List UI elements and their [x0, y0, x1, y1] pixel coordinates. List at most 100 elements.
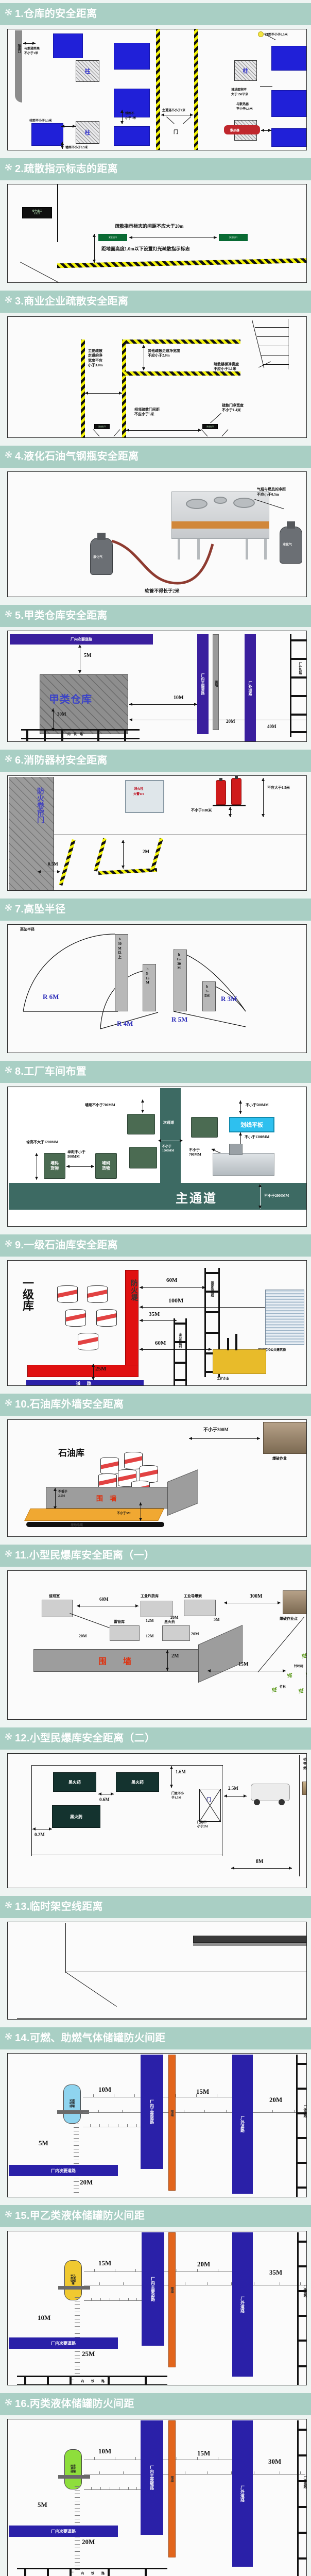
section-header-13: 13.临时架空线距离: [0, 1896, 311, 1918]
d02-label: 0.2M: [34, 1832, 45, 1837]
blast-distance-arrow: [189, 1437, 260, 1440]
section-title: 12.小型民爆库安全距离（二）: [15, 1733, 156, 1744]
floor-front-edge: [18, 282, 307, 283]
fall-radius-caption: 高坠半径: [20, 927, 34, 931]
truck-wheel: [279, 1799, 285, 1805]
lpg-bottle-right: [280, 527, 302, 564]
gear-icon: [5, 296, 12, 303]
d300-label: 300M: [250, 1594, 263, 1599]
d35-label: 35M: [269, 2268, 283, 2276]
national-railway: [204, 1268, 220, 1377]
evacuation-stair: [250, 319, 296, 369]
section-header-16: 16.丙类液体储罐防火间距: [0, 2393, 311, 2415]
section-title: 4.液化石油气钢瓶安全距离: [15, 451, 139, 462]
main-road: 厂内主要道路: [141, 2420, 163, 2535]
stack-spacing-arrow: [120, 110, 124, 124]
stair-width-label: 疏散楼梯净宽度 不应小于1.1米: [214, 362, 239, 371]
main-aisle: [9, 1183, 306, 1210]
main-aisle-label: 主通道: [176, 1192, 217, 1206]
bamboo-icon: 🌿: [271, 1687, 278, 1692]
door-width-label: 疏散门净宽度 不小于1.4米: [222, 403, 244, 413]
inside-rail-label: 厂内铁路: [71, 2380, 112, 2383]
inside-rail-label: 厂内铁路: [71, 2572, 112, 2575]
outside-railway: [297, 2232, 306, 2385]
d-40m-label: 40M: [267, 724, 277, 729]
explosive-store-label: 工业炸药库: [141, 1594, 159, 1598]
figure-class-c-liquid-tank: 丙类 液体 储罐 10M 15M 30M 5M 20M 厂内主要道路 围墙 厂外…: [7, 2419, 307, 2576]
oil-tank: [100, 1457, 119, 1475]
radiator-distance-label: 与散热器 不小于0.5米: [236, 103, 253, 111]
d2000-label: 不小于2000MM: [264, 1194, 289, 1198]
detonator-label: 雷管库: [114, 1620, 125, 1624]
d500-label: 不小于500MM: [246, 1103, 269, 1107]
industrial-factory: [213, 1349, 266, 1374]
gear-icon: [5, 904, 12, 911]
blasting-photo: [263, 1422, 306, 1454]
figure-gas-tank-fire-distance: 可燃 助燃 储罐 10M 15M 20M 5M 20M 厂内主要道路 围墙 厂外…: [7, 2053, 307, 2197]
perimeter-wall: 围 墙: [33, 1649, 203, 1672]
residential-building: [265, 1290, 304, 1345]
d5-label: 5M: [214, 1617, 220, 1622]
figure-lpg-cylinder-distance: 液化气 液化气 软管不得长于2米 气瓶与燃具的净距 不应小于0.5m: [7, 471, 307, 597]
door-leaf: [93, 429, 100, 437]
secondary-road: 厂内次要道路: [9, 2165, 118, 2176]
warehouse-label: 甲类仓库: [49, 694, 92, 705]
ground-distance-label: 不小于3M: [117, 1512, 131, 1515]
d25-label: 2.5M: [228, 1786, 238, 1791]
fall-bar-1-label: h 30 M 以 上: [118, 937, 122, 959]
corridor-stripe-left: [81, 340, 85, 437]
wok-left: [186, 499, 208, 509]
detonator-store: [110, 1625, 140, 1641]
grinder-head: [229, 1144, 243, 1155]
stacked-goods: 堆码 货物: [44, 1153, 65, 1179]
cord-label: 工业导爆索: [184, 1594, 202, 1598]
blasting-label: 爆破作业: [272, 1456, 287, 1461]
vertical-ruler: [74, 2124, 79, 2194]
d30-label: 30M: [268, 2458, 282, 2465]
figure-wrap-6: 防火卷帘门 消火栓 火警119 不应大于1.5米 不小于0.08米 0.5M 2…: [0, 772, 311, 895]
exit-sign: 安全出口: [219, 234, 248, 241]
duty-room: [42, 1600, 73, 1617]
d15-label: 15M: [98, 2259, 112, 2267]
door-leaf-left: [166, 116, 175, 124]
secondary-road: 厂内次要道路: [10, 634, 153, 645]
outside-rail-label: 厂外铁路: [298, 662, 301, 674]
figure-fire-equipment-distance: 防火卷帘门 消火栓 火警119 不应大于1.5米 不小于0.08米 0.5M 2…: [7, 775, 307, 891]
dike-label: 防火堤: [130, 1279, 137, 1301]
fire-shutter-label: 防火卷帘门: [36, 787, 44, 823]
room-wall-left: [31, 1765, 32, 1856]
d-5m-label: 5M: [84, 653, 92, 658]
inside-railway: [17, 2568, 167, 2576]
figure-wrap-16: 丙类 液体 储罐 10M 15M 30M 5M 20M 厂内主要道路 围墙 厂外…: [0, 2415, 311, 2576]
section-title: 5.甲类仓库安全距离: [15, 610, 108, 621]
stove-trim: [171, 521, 269, 529]
pillar-dim-arrow: [61, 125, 76, 128]
figure-fall-radius: 高坠半径 h 30 M 以 上 R 6M h 5- 15 M R 4M h 15…: [7, 924, 307, 1053]
exit-door-sign: 安全出口: [202, 424, 218, 429]
conifer-icon: 🌿: [301, 1653, 307, 1658]
d25-label: 25M: [95, 1366, 107, 1372]
exit-door-sign: 安全出口: [94, 424, 110, 429]
h2-label: 2M: [171, 1653, 179, 1659]
door-leaf: [221, 429, 229, 437]
conifer-label: 针叶树: [294, 1665, 304, 1668]
lamp-distance-label: 灯距不小于0.5米: [265, 33, 288, 37]
stack-box: [53, 33, 83, 58]
d8-arrow: [231, 1867, 292, 1870]
fall-bar-4-label: h 2- 5M: [204, 985, 210, 998]
section-header-6: 6.消防器材安全距离: [0, 750, 311, 772]
enterprise-railway: [174, 1318, 187, 1385]
door-width-leader: [210, 413, 221, 423]
outside-rail-label: 厂外铁路: [303, 2476, 306, 2488]
d10-label: 10M: [98, 2447, 112, 2455]
d20b-label: 20M: [170, 1615, 179, 1620]
door-spacing-arrow: [126, 429, 201, 432]
d25-label: 25M: [82, 2350, 95, 2358]
gear-icon: [5, 611, 12, 617]
section-title: 10.石油库外墙安全距离: [15, 1399, 124, 1410]
truck-wheel: [254, 1799, 260, 1805]
wall-label: 围墙: [170, 2476, 173, 2482]
hose-length-label: 软管不得长于2米: [145, 588, 180, 594]
divider-right: [299, 1755, 300, 1876]
wall-distance-label: 墙距不小于0.5米: [65, 146, 88, 149]
